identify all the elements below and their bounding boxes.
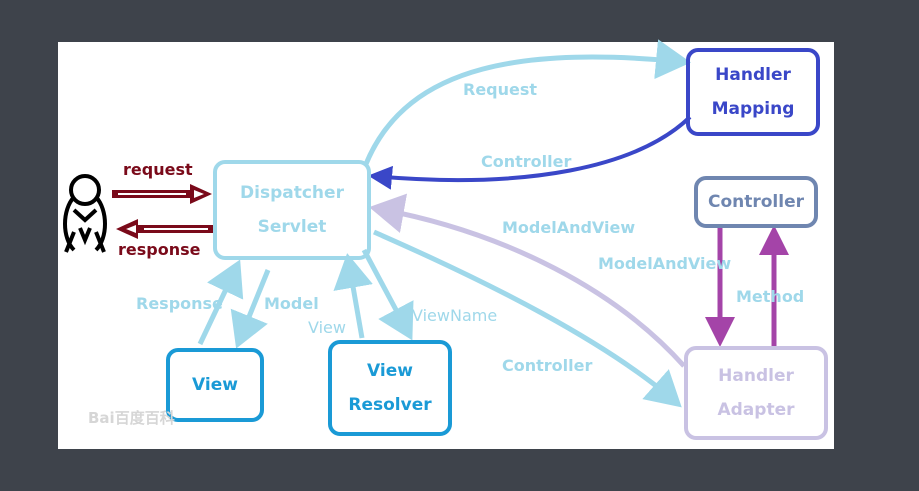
label-modelandview-1: ModelAndView	[502, 218, 636, 237]
node-controller: Controller	[694, 176, 818, 228]
label-controller-adapter: Controller	[502, 356, 593, 375]
label-method: Method	[736, 287, 805, 306]
node-view: View	[166, 348, 264, 422]
label-request: request	[123, 160, 193, 179]
diagram-canvas: Dispatcher Servlet Handler Mapping Contr…	[58, 39, 834, 449]
label-response-view: Response	[136, 294, 223, 313]
edge-viewname-to-resolver	[361, 248, 414, 341]
edge-request-to-mapping	[363, 39, 691, 165]
edge-model-to-view	[230, 269, 271, 349]
node-dispatcher-servlet: Dispatcher Servlet	[213, 160, 371, 260]
label-request-mapping: Request	[463, 80, 538, 99]
node-handler-mapping: Handler Mapping	[686, 48, 820, 136]
edge-controller-to-dispatcher	[368, 115, 692, 190]
edge-response-arrow	[116, 219, 214, 239]
person-icon	[63, 174, 107, 253]
diagram-connectors	[63, 39, 789, 408]
watermark: Bai百度百科	[88, 409, 175, 427]
edge-request-arrow	[112, 184, 212, 204]
edge-modelandview-to-dispatcher	[369, 193, 686, 368]
edge-controller-to-adapter	[372, 229, 682, 408]
label-modelandview-2: ModelAndView	[598, 254, 732, 273]
node-view-resolver: View Resolver	[328, 340, 452, 436]
edge-response-to-dispatcher	[197, 259, 244, 346]
label-view: View	[308, 318, 346, 337]
label-model: Model	[264, 294, 319, 313]
node-handler-adapter: Handler Adapter	[684, 346, 828, 440]
edge-view-to-dispatcher	[333, 253, 373, 339]
label-controller-return: Controller	[481, 152, 572, 171]
label-viewname: ViewName	[412, 306, 498, 325]
label-response: response	[118, 240, 201, 259]
